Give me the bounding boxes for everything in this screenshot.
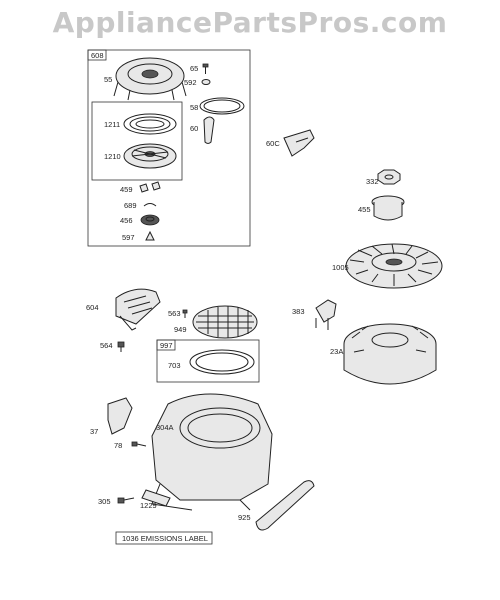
part-925-guard[interactable] [255,480,315,531]
part-1005-flywheel-fan[interactable] [345,243,443,289]
label-60: 60 [190,124,198,133]
label-304a: 304A [156,423,174,432]
part-597-screw[interactable] [145,230,155,241]
inner-group-box [91,101,183,181]
part-563-screw[interactable] [182,309,188,318]
label-592: 592 [184,78,197,87]
part-305-screw[interactable] [117,497,135,504]
part-703-gasket[interactable] [189,349,255,375]
part-37-baffle[interactable] [107,397,133,435]
label-459: 459 [120,185,133,194]
part-332-flywheel-nut[interactable] [377,169,401,185]
group-box-997 [156,339,260,383]
part-65-screw[interactable] [202,63,209,74]
emissions-label-text: 1036 EMISSIONS LABEL [122,534,208,543]
label-1210: 1210 [104,152,121,161]
label-563: 563 [168,309,181,318]
label-60c: 60C [266,139,280,148]
part-459-starter-dogs[interactable] [139,181,161,193]
label-383: 383 [292,307,305,316]
label-23a: 23A [330,347,343,356]
label-65: 65 [190,64,198,73]
part-58-starter-rope[interactable] [199,97,245,115]
part-1211-rewind-spring[interactable] [123,113,177,135]
emissions-label-box [115,531,213,545]
group-box-608 [87,49,251,247]
label-949: 949 [174,325,187,334]
label-332: 332 [366,177,379,186]
label-689: 689 [124,201,137,210]
label-305: 305 [98,497,111,506]
label-604: 604 [86,303,99,312]
label-456: 456 [120,216,133,225]
part-60c-handle[interactable] [283,129,315,157]
part-60-starter-handle[interactable] [203,116,215,144]
part-604-cover[interactable] [115,288,161,331]
label-1211: 1211 [104,120,120,129]
part-55-starter-housing[interactable] [113,57,187,101]
part-592-washer[interactable] [201,79,211,85]
label-925: 925 [238,513,251,522]
group-tag-608 [87,49,107,61]
part-1210-pulley[interactable] [123,143,177,169]
label-703: 703 [168,361,181,370]
part-564-screw[interactable] [117,341,125,352]
part-1229-bracket[interactable] [141,489,171,507]
part-23a-flywheel[interactable] [343,323,437,385]
group-label-608: 608 [91,51,104,60]
part-689-retainer-clip[interactable] [143,203,157,207]
watermark-logo: AppliancePartsPros.com [52,6,448,39]
label-597: 597 [122,233,135,242]
label-37: 37 [90,427,98,436]
part-455-starter-cup[interactable] [371,195,405,221]
part-78-screw[interactable] [131,441,147,447]
label-58: 58 [190,103,198,112]
label-564: 564 [100,341,113,350]
label-455: 455 [358,205,371,214]
group-tag-997 [156,339,176,351]
part-383-armature[interactable] [315,299,337,330]
part-456-retainer[interactable] [140,214,160,226]
label-55: 55 [104,75,112,84]
label-78: 78 [114,441,122,450]
part-304a-blower-housing[interactable] [151,393,273,511]
group-label-997: 997 [160,341,173,350]
label-1229: 1229 [140,501,157,510]
part-949-rotating-screen[interactable] [192,305,258,339]
label-1005: 1005 [332,263,349,272]
